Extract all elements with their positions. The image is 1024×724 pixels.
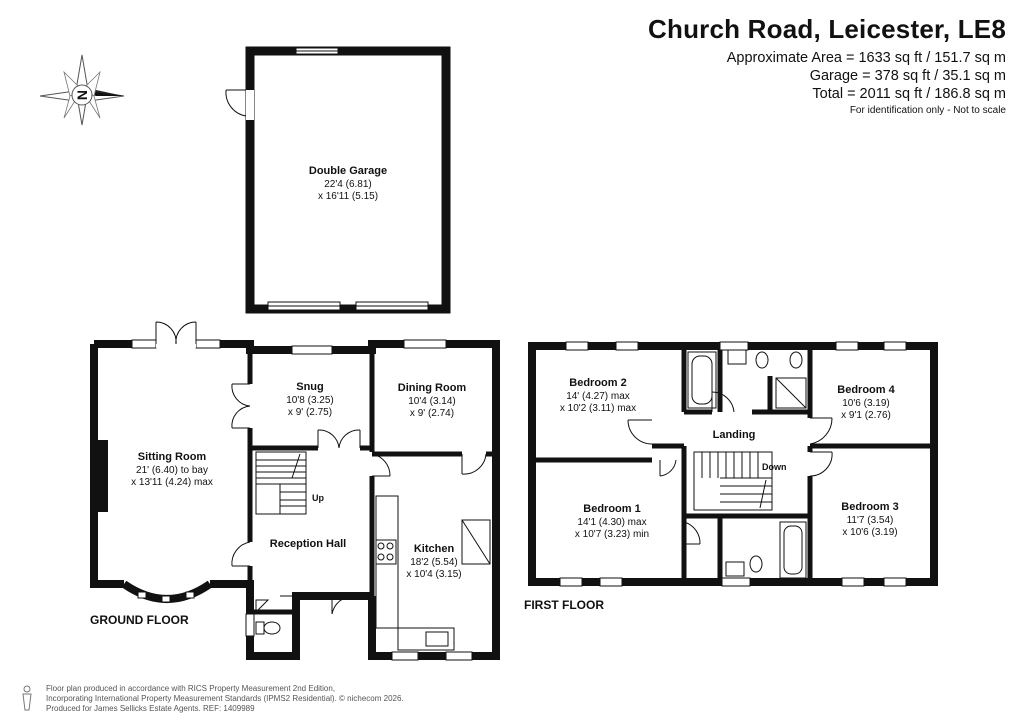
footer-line-2: Incorporating International Property Mea… bbox=[46, 694, 404, 703]
garage-dim1: 22'4 (6.81) bbox=[324, 179, 372, 190]
ground-staircase bbox=[255, 451, 307, 515]
stairs-up-label: Up bbox=[312, 493, 324, 503]
cloakroom-fittings bbox=[255, 599, 281, 635]
kitchen-fittings bbox=[375, 495, 491, 651]
bedroom-4-name: Bedroom 4 bbox=[837, 384, 895, 396]
sitting-room-dim1: 21' (6.40) to bay bbox=[136, 465, 208, 476]
garage-name: Double Garage bbox=[309, 165, 387, 177]
garage-area: Garage = 378 sq ft / 35.1 sq m bbox=[809, 68, 1006, 84]
scale-disclaimer: For identification only - Not to scale bbox=[849, 105, 1006, 116]
first-floor-label: FIRST FLOOR bbox=[524, 598, 604, 612]
sitting-room-dim2: x 13'11 (4.24) max bbox=[131, 477, 213, 488]
snug-name: Snug bbox=[296, 381, 324, 393]
ground-floor-inner-walls bbox=[247, 350, 496, 656]
snug-dim1: 10'8 (3.25) bbox=[286, 395, 334, 406]
bedroom-4-dim2: x 9'1 (2.76) bbox=[841, 410, 891, 421]
garage-dim2: x 16'11 (5.15) bbox=[318, 191, 378, 202]
chimney-breast bbox=[94, 440, 108, 512]
bedroom-3-dim1: 11'7 (3.54) bbox=[847, 515, 894, 526]
stairs-down-label: Down bbox=[762, 462, 787, 472]
reception-hall-name: Reception Hall bbox=[270, 538, 346, 550]
ground-floor-windows bbox=[131, 339, 473, 661]
garage-windows bbox=[267, 47, 429, 311]
bedroom-2-dim1: 14' (4.27) max bbox=[566, 391, 630, 402]
bedroom-4-dim1: 10'6 (3.19) bbox=[842, 398, 890, 409]
compass-north-label: N bbox=[74, 90, 90, 100]
hall-doors bbox=[231, 429, 487, 615]
person-scale-icon bbox=[22, 685, 32, 711]
bedroom-3-name: Bedroom 3 bbox=[841, 501, 898, 513]
landing-name: Landing bbox=[713, 429, 756, 441]
property-title: Church Road, Leicester, LE8 bbox=[648, 14, 1006, 44]
kitchen-name: Kitchen bbox=[414, 543, 455, 555]
sitting-room-french-doors bbox=[155, 321, 197, 348]
garage-side-door bbox=[225, 89, 254, 120]
bedroom-2-dim2: x 10'2 (3.11) max bbox=[560, 403, 636, 414]
sitting-room-bay-window bbox=[121, 580, 213, 603]
dining-room-dim2: x 9' (2.74) bbox=[410, 408, 454, 419]
dining-room-dim1: 10'4 (3.14) bbox=[408, 396, 456, 407]
approximate-area: Approximate Area = 1633 sq ft / 151.7 sq… bbox=[726, 50, 1006, 66]
first-floor-doors bbox=[627, 391, 833, 545]
bedroom-2-name: Bedroom 2 bbox=[569, 377, 626, 389]
kitchen-dim1: 18'2 (5.54) bbox=[410, 557, 458, 568]
bedroom-1-dim2: x 10'7 (3.23) min bbox=[575, 529, 649, 540]
ground-floor-label: GROUND FLOOR bbox=[90, 613, 189, 627]
total-area: Total = 2011 sq ft / 186.8 sq m bbox=[812, 86, 1006, 102]
bathroom-fittings bbox=[687, 349, 807, 579]
dining-room-name: Dining Room bbox=[398, 382, 467, 394]
garage-walls bbox=[245, 46, 451, 314]
compass-rose-icon: N bbox=[39, 54, 125, 126]
snug-dim2: x 9' (2.75) bbox=[288, 407, 332, 418]
footer-line-3: Produced for James Sellicks Estate Agent… bbox=[46, 704, 255, 713]
kitchen-dim2: x 10'4 (3.15) bbox=[406, 569, 461, 580]
bedroom-1-dim1: 14'1 (4.30) max bbox=[577, 517, 646, 528]
footer-line-1: Floor plan produced in accordance with R… bbox=[46, 684, 336, 693]
bedroom-3-dim2: x 10'6 (3.19) bbox=[842, 527, 897, 538]
first-floor-staircase bbox=[693, 451, 773, 511]
sitting-room-name: Sitting Room bbox=[138, 451, 207, 463]
first-floor-inner-walls bbox=[532, 346, 934, 582]
footer-text: Floor plan produced in accordance with R… bbox=[46, 684, 404, 714]
bedroom-1-name: Bedroom 1 bbox=[583, 503, 640, 515]
snug-doors bbox=[231, 383, 251, 429]
